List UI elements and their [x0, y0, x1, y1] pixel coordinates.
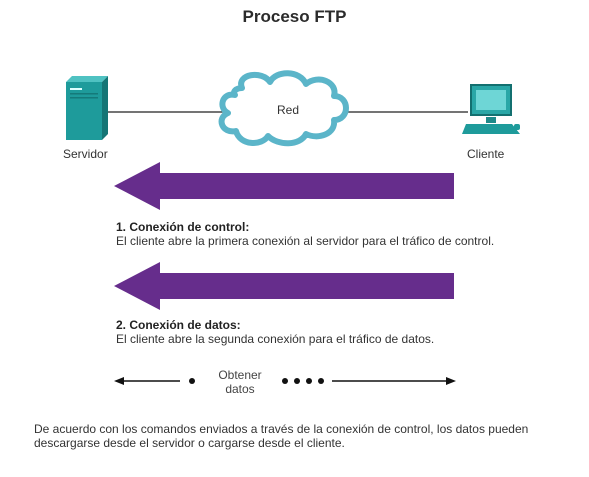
footer-note: De acuerdo con los comandos enviados a t…	[34, 422, 529, 450]
get-data-line1: Obtener	[218, 368, 262, 382]
step-text: El cliente abre la segunda conexión para…	[116, 332, 435, 346]
server-icon	[66, 76, 108, 140]
client-label: Cliente	[467, 147, 505, 161]
step-title: 1. Conexión de control:	[116, 220, 250, 234]
network-label: Red	[276, 103, 299, 117]
get-data-line2: datos	[225, 382, 255, 396]
step-text: El cliente abre la primera conexión al s…	[116, 234, 495, 248]
control-connection-step: 1. Conexión de control: El cliente abre …	[116, 220, 496, 248]
data-connection-arrow	[114, 262, 454, 310]
server-label: Servidor	[63, 147, 108, 161]
page-title: Proceso FTP	[242, 7, 347, 26]
computer-icon	[462, 84, 520, 134]
get-data-left-arrow	[114, 377, 195, 385]
get-data-label: Obtener datos	[205, 368, 275, 396]
step-title: 2. Conexión de datos:	[116, 318, 241, 332]
control-connection-arrow	[114, 162, 454, 210]
data-connection-step: 2. Conexión de datos: El cliente abre la…	[116, 318, 496, 346]
get-data-right-arrow	[282, 377, 456, 385]
cloud-icon	[218, 70, 349, 147]
